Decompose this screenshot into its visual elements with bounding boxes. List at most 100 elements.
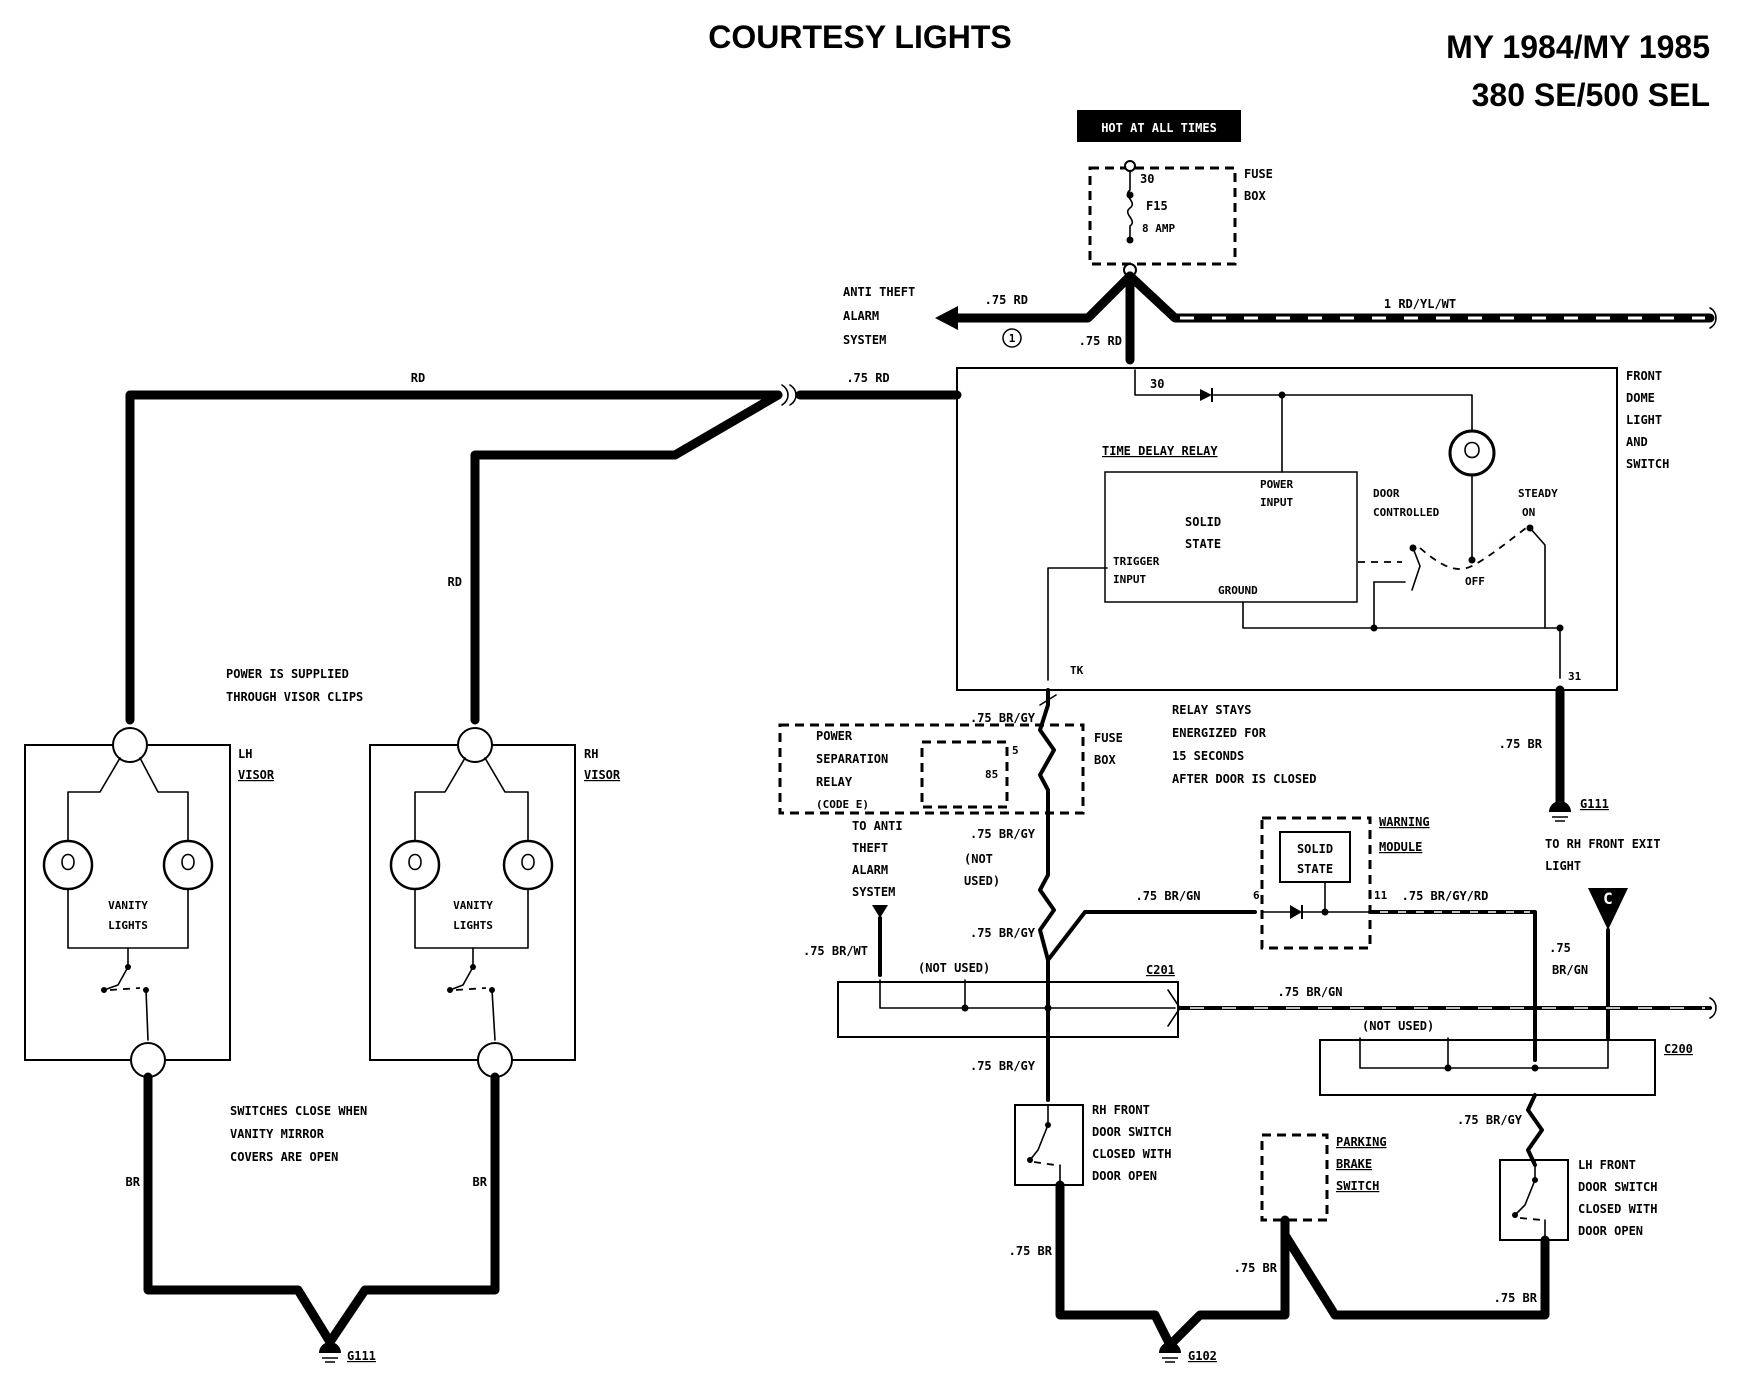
rh-vanity-label-2: LIGHTS (453, 919, 493, 932)
connector-c201 (837, 981, 1179, 1038)
wire-label-br-gy-3: .75 BR/GY (970, 926, 1036, 940)
fuse-dot-1 (1126, 191, 1134, 199)
wire-label-br-gn-vert-1: .75 (1549, 941, 1571, 955)
wire-br-gy-c200 (1526, 1093, 1544, 1167)
fuse-f15-element (1126, 170, 1134, 243)
wire-label-rd-075-mid: .75 RD (846, 371, 889, 385)
wire-rd-lh-visor (125, 390, 783, 725)
lh-door-dash (1519, 1217, 1543, 1221)
dome-label-switch: SWITCH (1626, 457, 1669, 471)
relay-note-line2: ENERGIZED FOR (1172, 726, 1267, 740)
parking-line1: PARKING (1336, 1135, 1387, 1149)
warning-pin11: 11 (1374, 889, 1388, 902)
dome-label-light: LIGHT (1626, 413, 1662, 427)
rh-visor-internal (414, 757, 529, 949)
power-sep-line1: POWER (816, 729, 853, 743)
lh-door-line2: DOOR SWITCH (1578, 1180, 1657, 1194)
rh-front-door-switch[interactable] (1014, 1104, 1084, 1186)
visor-power-note-2: THROUGH VISOR CLIPS (226, 690, 363, 704)
diagram-title: COURTESY LIGHTS (708, 19, 1011, 55)
anti-theft-arrow (935, 306, 958, 330)
wire-br-gn (1046, 910, 1257, 962)
warning-solid-1: SOLID (1297, 842, 1333, 856)
connector-rd-1 (789, 384, 797, 406)
c200-junction-1 (1444, 1064, 1452, 1072)
warning-module-solid-state (1279, 831, 1351, 883)
lh-lamp-left-filament (61, 853, 75, 871)
visor-power-note-1: POWER IS SUPPLIED (226, 667, 349, 681)
rh-door-contact-left (1027, 1157, 1033, 1163)
note-1-marker (1002, 328, 1022, 348)
c200-junction-2 (1531, 1064, 1539, 1072)
anti-theft-line2: ALARM (843, 309, 879, 323)
wire-label-br-gy-2: .75 BR/GY (970, 827, 1036, 841)
relay-solid-2: STATE (1185, 537, 1221, 551)
connector-rd-2 (781, 384, 789, 406)
c201-junction-2 (1044, 1004, 1052, 1012)
fuse-box-power-sep (778, 723, 1085, 815)
wire-label-br-gy-1: .75 BR/GY (970, 711, 1036, 725)
switch-steady-1: STEADY (1518, 487, 1558, 500)
ground-junction-2 (1556, 624, 1564, 632)
note-1-number: 1 (1009, 332, 1016, 345)
dome-label-and: AND (1626, 435, 1648, 449)
steady-on-wire (1529, 527, 1546, 629)
dome-diode (1200, 389, 1212, 401)
c201-junction-1 (961, 1004, 969, 1012)
lh-visor-clip-top[interactable] (112, 727, 148, 763)
rh-switch-dash (455, 987, 487, 991)
wire-br-gn-c201-end (1709, 997, 1717, 1019)
to-anti-theft-2: THEFT (852, 841, 888, 855)
g102-label: G102 (1188, 1349, 1217, 1363)
wire-label-br-gn-c201: .75 BR/GN (1277, 985, 1342, 999)
wire-label-rd-075-left: .75 RD (985, 293, 1028, 307)
relay-power-input-2: INPUT (1260, 496, 1293, 509)
hot-at-all-times-label: HOT AT ALL TIMES (1101, 121, 1217, 135)
lh-switch-dash (109, 987, 141, 991)
dome-terminal-30: 30 (1150, 377, 1164, 391)
rh-visor-clip-top[interactable] (457, 727, 493, 763)
to-anti-theft-arrow (872, 905, 888, 918)
c200-label: C200 (1664, 1042, 1693, 1056)
wire-label-rd-075-down: .75 RD (1079, 334, 1122, 348)
not-used-line1: (NOT (964, 852, 993, 866)
rh-vanity-label-1: VANITY (453, 899, 493, 912)
lh-visor-clip-bottom[interactable] (130, 1042, 166, 1078)
relay-ground: GROUND (1218, 584, 1258, 597)
lh-lamp-right-filament (181, 853, 195, 871)
front-dome-light-box (956, 367, 1618, 691)
dome-lamp-icon (1448, 429, 1496, 477)
wire-label-br-bottom-2: .75 BR (1234, 1261, 1278, 1275)
relay-note-line1: RELAY STAYS (1172, 703, 1251, 717)
wire-label-br-bottom-1: .75 BR (1009, 1244, 1053, 1258)
lh-door-line3: CLOSED WITH (1578, 1202, 1657, 1216)
lh-visor-label-2: VISOR (238, 768, 275, 782)
wire-br-g102-right (1280, 1230, 1550, 1320)
wire-label-br-left-1: BR (126, 1175, 141, 1189)
dome-label-dome: DOME (1626, 391, 1655, 405)
warning-module (1260, 816, 1372, 950)
rh-visor-label-1: RH (584, 747, 598, 761)
c-marker-label: C (1603, 889, 1613, 908)
relay-power-input-1: POWER (1260, 478, 1293, 491)
switch-door-controlled-2: CONTROLLED (1373, 506, 1440, 519)
to-anti-theft-4: SYSTEM (852, 885, 895, 899)
c201-not-used: (NOT USED) (918, 961, 990, 975)
parking-brake-switch[interactable] (1260, 1133, 1329, 1222)
model-names: 380 SE/500 SEL (1472, 77, 1710, 113)
lh-visor-label-1: LH (238, 747, 252, 761)
trigger-wire (1047, 567, 1108, 681)
dome-lamp-filament (1464, 441, 1480, 459)
rh-visor-lamp-left-icon (389, 839, 441, 891)
rh-door-dash (1033, 1161, 1056, 1166)
wire-br-gy-twist-1 (1039, 694, 1057, 706)
wire-br-gy-main (1038, 688, 1056, 1102)
rh-visor-clip-bottom[interactable] (477, 1042, 513, 1078)
fuse-box-top (1088, 166, 1237, 266)
lh-front-door-switch[interactable] (1499, 1159, 1569, 1241)
wire-label-br-gy-rd: .75 BR/GY/RD (1402, 889, 1489, 903)
switch-steady-2: ON (1522, 506, 1535, 519)
power-sep-fuse-1: FUSE (1094, 731, 1123, 745)
power-sep-line2: SEPARATION (816, 752, 888, 766)
